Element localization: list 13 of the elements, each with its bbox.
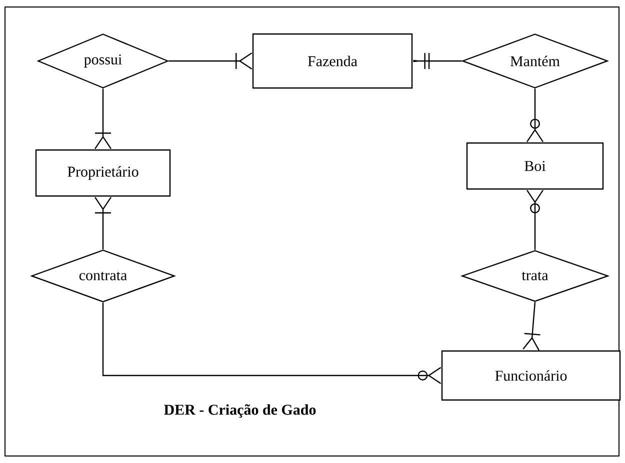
entity-box: Funcionário (441, 350, 621, 401)
relationship-line (168, 52, 252, 70)
diagram-title: DER - Criação de Gado (164, 404, 316, 418)
relationship-line (526, 190, 544, 250)
relationship-line (94, 196, 112, 250)
entity-box: Proprietário (35, 149, 171, 197)
relationship-line (94, 88, 112, 150)
entity-box: Boi (466, 142, 604, 190)
relationship-line (413, 53, 462, 69)
relationship-line (526, 88, 544, 142)
entity-box: Fazenda (252, 33, 413, 89)
relationship-line (102, 302, 442, 384)
relationship-line (522, 302, 540, 351)
